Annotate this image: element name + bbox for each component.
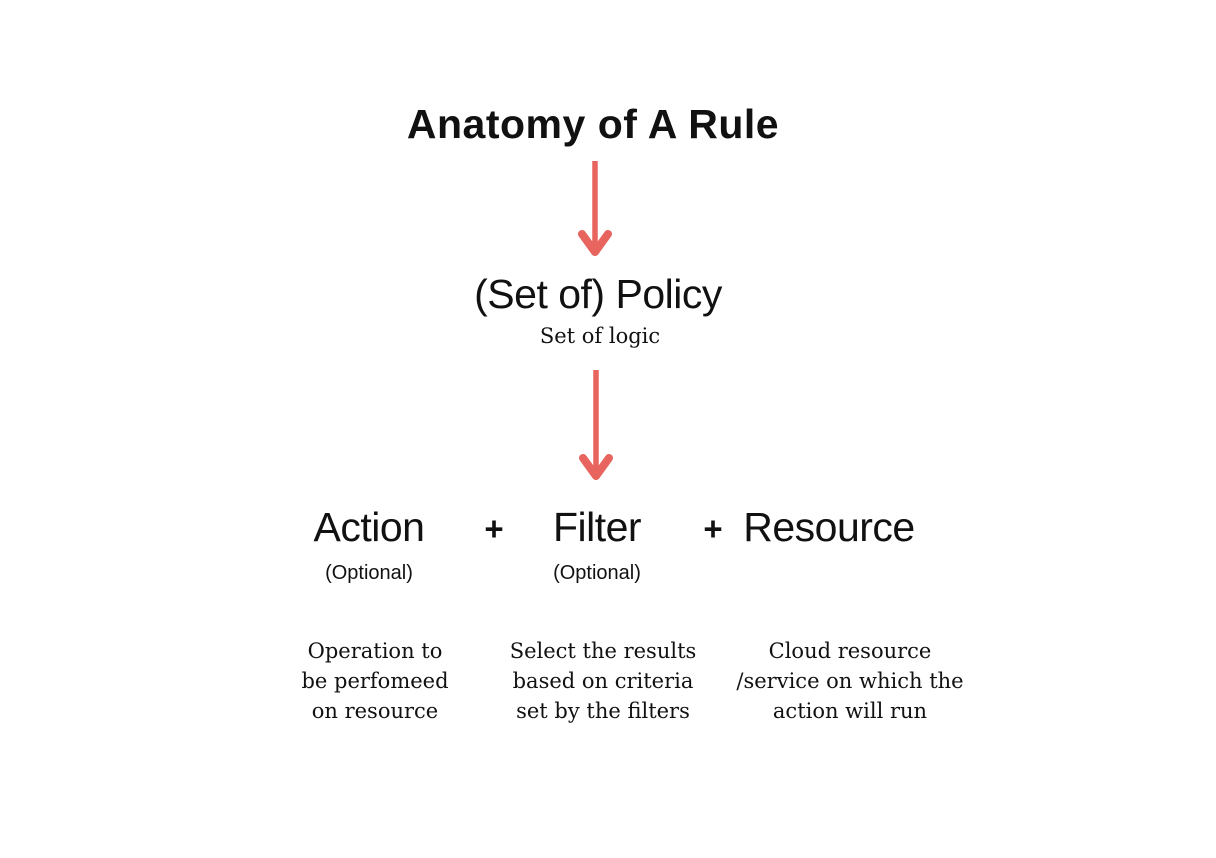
filter-optional-note: (Optional) — [553, 562, 641, 584]
arrow-head — [578, 230, 612, 256]
arrow-down-icon — [578, 161, 612, 256]
component-resource-label: Resource — [743, 504, 915, 550]
arrow-head — [579, 454, 613, 480]
diagram-title: Anatomy of A Rule — [406, 101, 780, 147]
action-optional-note: (Optional) — [325, 562, 413, 584]
arrow-down-icon — [579, 370, 613, 480]
action-description: Operation to be perfomeed on resource — [301, 639, 449, 723]
component-filter-label: Filter — [552, 504, 642, 550]
plus-sign: + — [703, 510, 723, 547]
policy-sublabel: Set of logic — [539, 324, 661, 348]
policy-label: (Set of) Policy — [474, 271, 722, 317]
resource-description: Cloud resource /service on which the act… — [736, 639, 964, 723]
filter-description: Select the results based on criteria set… — [509, 639, 697, 723]
component-action-label: Action — [313, 504, 425, 550]
plus-sign: + — [484, 510, 504, 547]
